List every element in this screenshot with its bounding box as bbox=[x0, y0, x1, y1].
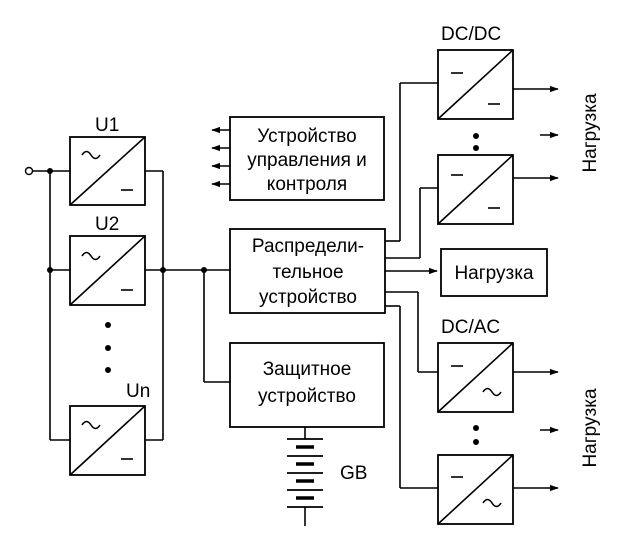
load-bottom-label: Нагрузка bbox=[580, 388, 601, 468]
rectifier-u1: U1 bbox=[69, 115, 146, 206]
protection-unit-line-1: Защитное bbox=[263, 359, 352, 380]
distribution-unit-line-1: Распредели- bbox=[252, 236, 364, 257]
rectifier-u2-label: U2 bbox=[95, 214, 119, 235]
dc-bus bbox=[145, 170, 230, 441]
load-top-label: Нагрузка bbox=[580, 93, 601, 173]
input-bus bbox=[24, 166, 70, 441]
dcdc-label: DC/DC bbox=[441, 24, 501, 45]
control-unit: Устройство управления и контроля bbox=[229, 116, 385, 201]
distribution-unit-line-3: устройство bbox=[259, 287, 357, 308]
rectifier-un-label: Un bbox=[126, 381, 150, 402]
protection-unit-line-2: устройство bbox=[258, 386, 356, 407]
dcac-inverter-2 bbox=[437, 454, 514, 525]
load-box: Нагрузка bbox=[440, 248, 548, 297]
control-unit-line-2: управления и bbox=[247, 150, 367, 171]
dcac-label: DC/AC bbox=[441, 317, 500, 338]
dcdc-output-arrows bbox=[513, 85, 559, 182]
dcdc-converter-1 bbox=[437, 49, 514, 120]
rectifier-u2: U2 bbox=[69, 214, 146, 306]
control-unit-line-1: Устройство bbox=[257, 126, 356, 147]
control-signal-arrows bbox=[211, 126, 230, 188]
rectifier-u1-label: U1 bbox=[95, 115, 119, 136]
battery-label: GB bbox=[340, 463, 367, 484]
distribution-unit-line-2: тельное bbox=[272, 262, 343, 283]
dcac-inverter-1 bbox=[437, 342, 514, 413]
input-terminal bbox=[24, 166, 34, 176]
dcac-continuation-dots bbox=[473, 425, 479, 445]
battery-gb: GB bbox=[287, 427, 367, 526]
distribution-outputs bbox=[385, 82, 438, 489]
dcdc-converter-2 bbox=[437, 154, 514, 225]
dcdc-continuation-dots bbox=[473, 133, 479, 151]
protection-unit: Защитное устройство bbox=[229, 342, 385, 428]
load-box-label: Нагрузка bbox=[454, 263, 534, 284]
rectifier-continuation-dots bbox=[105, 322, 111, 373]
dcac-output-arrows bbox=[513, 368, 559, 492]
distribution-unit: Распредели- тельное устройство bbox=[229, 228, 386, 314]
control-unit-line-3: контроля bbox=[267, 174, 347, 195]
rectifier-un: Un bbox=[69, 381, 150, 476]
